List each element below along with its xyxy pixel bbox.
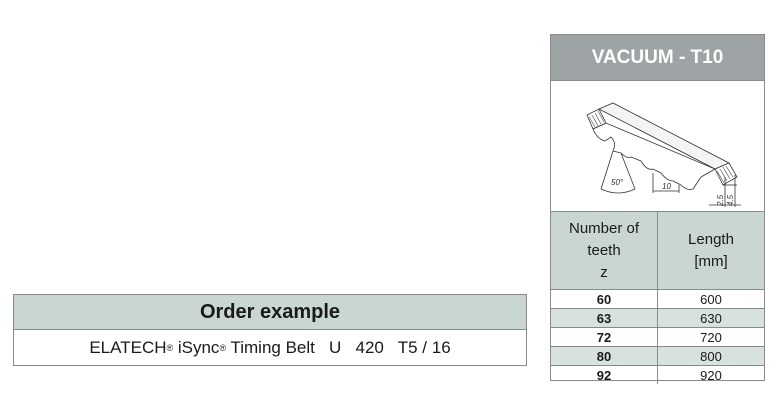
height-dim-b: 4.5 — [726, 194, 735, 206]
teeth-cell: 63 — [551, 309, 658, 327]
teeth-header-line: Number of — [568, 219, 640, 237]
brand-name: ELATECH — [89, 338, 167, 357]
order-example-heading: Order example — [14, 295, 526, 330]
length-cell: 920 — [700, 367, 722, 383]
length-cell: 630 — [700, 310, 722, 326]
teeth-cell: 92 — [551, 366, 658, 384]
table-row: 80 800 — [551, 347, 764, 366]
teeth-cell: 72 — [551, 328, 658, 346]
length-column-header: Length [mm] — [658, 212, 764, 289]
order-code: Timing Belt U 420 T5 / 16 — [226, 338, 451, 357]
table-header-row: Number of teeth z Length [mm] — [551, 212, 764, 290]
registered-mark: ® — [166, 343, 174, 353]
order-example-box: Order example ELATECH® iSync® Timing Bel… — [13, 294, 527, 366]
pitch-label: 10 — [662, 182, 671, 191]
length-header-unit: [mm] — [694, 252, 728, 270]
table-row: 63 630 — [551, 309, 764, 328]
belt-profile-diagram: 50° 10 2.5 4.5 — [551, 81, 764, 212]
length-cell: 720 — [700, 329, 722, 345]
angle-label: 50° — [611, 178, 624, 187]
length-cell: 600 — [700, 291, 722, 307]
teeth-column-header: Number of teeth z — [551, 212, 658, 289]
table-row: 60 600 — [551, 290, 764, 309]
teeth-cell: 60 — [551, 290, 658, 308]
order-example-text: ELATECH® iSync® Timing Belt U 420 T5 / 1… — [14, 330, 526, 366]
table-row: 92 920 — [551, 366, 764, 384]
length-header-line: Length — [688, 230, 734, 248]
teeth-header-symbol: z — [600, 263, 608, 281]
teeth-cell: 80 — [551, 347, 658, 365]
teeth-header-line: teeth — [587, 241, 621, 259]
length-cell: 800 — [700, 348, 722, 364]
registered-mark: ® — [219, 343, 227, 353]
table-row: 72 720 — [551, 328, 764, 347]
vacuum-t10-table: VACUUM - T10 — [550, 34, 765, 384]
belt-profile-drawing: 50° 10 2.5 4.5 — [586, 102, 741, 207]
height-dim-a: 2.5 — [716, 194, 725, 207]
vacuum-table-title: VACUUM - T10 — [551, 35, 764, 81]
product-name: iSync — [173, 338, 220, 357]
